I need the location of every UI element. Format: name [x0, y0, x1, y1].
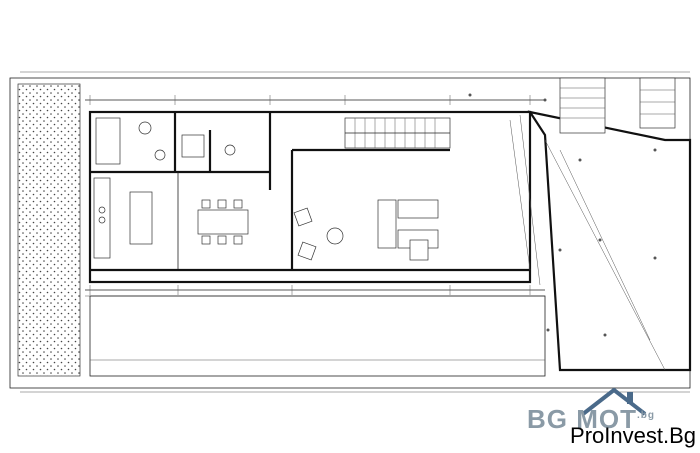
garden-strip-hatch: [17, 83, 81, 377]
brand-logo: BG MOT.bg: [519, 376, 694, 451]
staircase: [344, 117, 451, 149]
terrace-outline: [527, 110, 692, 372]
terrace-slope: [509, 119, 531, 271]
chair: [233, 235, 243, 245]
terrace-slope-2: [519, 114, 541, 286]
exterior-stairs: [559, 77, 676, 134]
coffee-table: [326, 227, 344, 245]
sofa-arm: [409, 239, 429, 261]
chair: [233, 199, 243, 209]
watermark-text: ProInvest.Bg: [570, 423, 696, 448]
toilet: [154, 149, 166, 161]
armchair: [297, 241, 317, 261]
logo-suffix: .bg: [637, 410, 655, 421]
dining-table: [197, 209, 249, 235]
building-outline: [88, 110, 532, 284]
sofa-seat: [397, 199, 439, 219]
sofa-back: [377, 199, 397, 249]
yard-area: [89, 295, 546, 377]
stove-burner-2: [98, 216, 106, 224]
terrace-diagonal: [544, 139, 666, 371]
annotation-markers: [468, 93, 657, 337]
shower: [181, 134, 205, 158]
logo-text: BG MOT.bg: [527, 404, 655, 434]
wc-bowl: [224, 144, 236, 156]
armchair: [293, 207, 313, 227]
terrace-diagonal-2: [559, 149, 651, 341]
chair: [201, 199, 211, 209]
chair: [201, 235, 211, 245]
kitchen-island: [129, 191, 153, 245]
wash-basin: [138, 121, 152, 135]
chair: [217, 199, 227, 209]
dimension-ticks: [89, 95, 531, 295]
stove-burner: [98, 206, 106, 214]
chair: [217, 235, 227, 245]
house-roof-icon: [581, 388, 647, 416]
bathtub: [95, 117, 121, 165]
